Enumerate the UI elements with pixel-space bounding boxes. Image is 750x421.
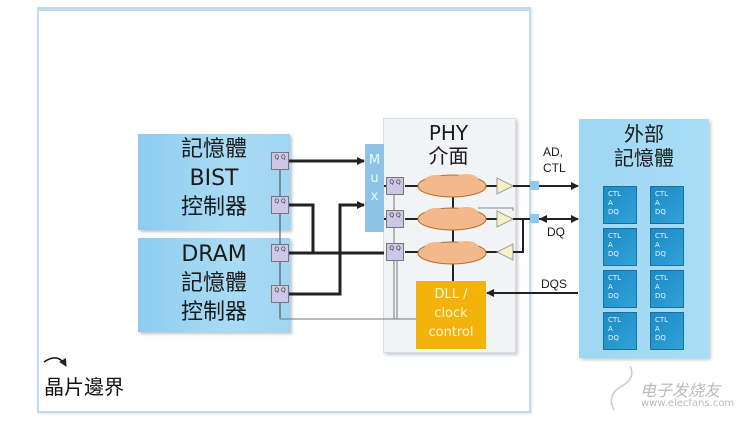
memory-chip-label: CTL [608,190,622,198]
memory-chip-label: DQ [608,334,619,342]
mux-block: M u x [365,144,384,232]
memory-chip-label: DQ [608,250,619,258]
memory-chip-label: CTL [655,190,669,198]
mux-letter-m: M [368,153,381,168]
flipflop-icon: Q Q [271,196,289,214]
memory-chip-label: CTL [608,316,622,324]
watermark-url: www.elecfans.com [641,398,735,409]
delay-cloud-1 [417,174,487,198]
external-memory-block [579,119,709,358]
dll-line-3: control [428,325,474,340]
dq-enable-wire [478,207,514,211]
ad-ctl-label: AD, CTL [543,144,566,176]
dq-loop-wire [513,218,524,253]
dq-pad-icon [530,214,539,223]
memory-chip-label: DQ [608,208,619,216]
flipflop-icon: Q Q [271,152,289,170]
dqs-label: DQS [541,277,568,291]
dll-line-2: clock [434,306,468,321]
clock-return-wire [279,258,398,320]
bist-line-3: 控制器 [180,195,247,220]
memory-chip-label: A [608,241,613,249]
dram-line-2: 記憶體 [180,271,247,296]
phy-title-line-1: PHY [428,121,469,145]
input-buffer-dq-icon [495,243,514,261]
mux-letter-u: u [370,171,379,186]
memory-chip-label: A [655,199,660,207]
dll-clock-control-block: DLL / clock control [416,281,486,349]
bist-line-1: 記憶體 [180,137,247,162]
memory-chip-label: CTL [655,274,669,282]
chip-boundary-label: 晶片邊界 [44,375,124,399]
memory-chip-label: DQ [655,208,666,216]
memory-chip-label: CTL [608,232,622,240]
ad-label: AD, [543,145,564,159]
memory-chip-label: CTL [655,316,669,324]
dram-line-1: DRAM [181,242,247,267]
phy-title: PHY 介面 [383,122,514,168]
memory-chip-label: CTL [608,274,622,282]
memory-chip-label: DQ [655,334,666,342]
memory-chip-label: A [655,325,660,333]
dram-line-3: 控制器 [180,300,247,325]
flipflop-label: Q Q [274,246,286,253]
flipflop-icon: Q Q [271,285,289,303]
output-buffer-dq-icon [496,210,515,228]
delay-cloud-3 [417,241,487,265]
flipflop-label: Q Q [274,154,286,161]
boundary-pointer-icon [43,357,67,367]
ctl-label: CTL [543,161,566,175]
watermark-brand: 电子发烧友 [640,381,721,400]
dll-line-1: DLL / [434,287,468,302]
output-buffer-ad-icon [496,177,515,195]
ad-pad-icon [530,181,539,190]
flipflop-label: Q Q [389,179,401,186]
ext-title-line-2: 記憶體 [614,146,674,170]
memory-chip-label: DQ [655,250,666,258]
delay-cloud-2 [417,207,487,231]
ext-title-line-1: 外部 [624,122,664,146]
dram-to-mux-wire [289,201,365,296]
flipflop-label: Q Q [274,287,286,294]
bist-controller-block: 記憶體 BIST 控制器 [138,134,290,230]
memory-chip-label: A [608,325,613,333]
flipflop-icon: Q Q [386,210,404,228]
memory-chip-label: A [608,199,613,207]
bist-line-2: BIST [189,166,239,191]
bist-to-phy-wire-2 [289,203,315,253]
memory-chip-label: A [608,283,613,291]
flipflop-label: Q Q [274,198,286,205]
phy-title-line-2: 介面 [428,144,469,168]
watermark-logo-icon [610,365,633,411]
memory-chip-label: DQ [655,292,666,300]
dq-label: DQ [547,225,565,239]
flipflop-icon: Q Q [386,177,404,195]
flipflop-label: Q Q [389,212,401,219]
memory-chip-label: A [655,241,660,249]
external-memory-title: 外部 記憶體 [579,122,709,170]
memory-chip-label: A [655,283,660,291]
dram-controller-block: DRAM 記憶體 控制器 [138,238,290,332]
memory-chip-label: CTL [655,232,669,240]
flipflop-label: Q Q [389,245,401,252]
mux-letter-x: x [370,189,379,204]
flipflop-icon: Q Q [386,243,404,261]
memory-chip-label: DQ [608,292,619,300]
flipflop-icon: Q Q [271,244,289,262]
